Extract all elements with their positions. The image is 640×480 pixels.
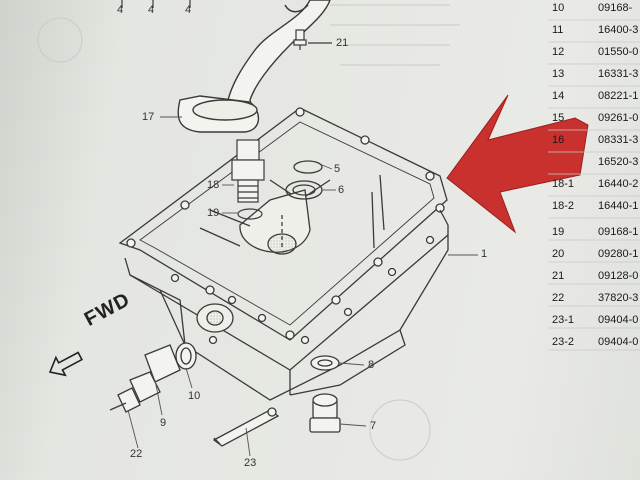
parts-number: 01550-0 bbox=[598, 46, 639, 58]
parts-number: 16331-3 bbox=[598, 68, 639, 80]
callout-1: 1 bbox=[481, 248, 488, 260]
oil-pan-gasket bbox=[118, 107, 448, 341]
oil-temp-sensor bbox=[109, 342, 197, 413]
parts-number: 16440-1 bbox=[598, 200, 639, 212]
callout-4a: 4 bbox=[117, 4, 124, 16]
callout-5: 5 bbox=[334, 163, 341, 175]
parts-number: 09280-1 bbox=[598, 248, 639, 260]
parts-table-rules bbox=[548, 19, 640, 351]
parts-ref: 20 bbox=[552, 248, 565, 260]
drain-plug bbox=[309, 355, 341, 433]
callout-4c: 4 bbox=[185, 4, 192, 16]
hose-clamp bbox=[212, 407, 280, 447]
red-arrow-marker bbox=[446, 94, 589, 234]
o-ring-19 bbox=[237, 208, 263, 220]
parts-ref: 18-1 bbox=[552, 178, 575, 190]
parts-ref: 13 bbox=[552, 68, 565, 80]
parts-number: 09404-0 bbox=[598, 314, 639, 326]
bolt-21 bbox=[293, 29, 332, 50]
top-bolts bbox=[121, 0, 191, 8]
parts-number: 08331-3 bbox=[598, 134, 639, 146]
parts-ref: 23-1 bbox=[552, 314, 575, 326]
parts-ref: 22 bbox=[552, 292, 565, 304]
ghost-print bbox=[37, 4, 460, 461]
parts-number: 09168-1 bbox=[598, 226, 639, 238]
oil-pressure-switch bbox=[231, 139, 265, 203]
parts-number: 16520-3 bbox=[598, 156, 639, 168]
parts-ref: 12 bbox=[552, 46, 565, 58]
callout-10: 10 bbox=[188, 390, 201, 402]
parts-number: 09168- bbox=[598, 2, 633, 14]
callout-21: 21 bbox=[336, 37, 349, 49]
callout-22: 22 bbox=[130, 448, 143, 460]
callout-19: 19 bbox=[207, 207, 220, 219]
callout-9: 9 bbox=[160, 417, 167, 429]
parts-number: 08221-1 bbox=[598, 90, 639, 102]
parts-ref: 15 bbox=[552, 112, 565, 124]
callout-23: 23 bbox=[244, 457, 257, 469]
callout-leaders bbox=[127, 116, 478, 457]
parts-number: 16400-3 bbox=[598, 24, 639, 36]
parts-number: 09128-0 bbox=[598, 270, 639, 282]
callout-18: 18 bbox=[207, 179, 220, 191]
parts-ref: 16 bbox=[552, 134, 565, 146]
oil-pan bbox=[124, 174, 449, 401]
parts-ref: 21 bbox=[552, 270, 565, 282]
callout-6: 6 bbox=[338, 184, 345, 196]
callout-7: 7 bbox=[370, 420, 377, 432]
callout-8: 8 bbox=[368, 359, 375, 371]
parts-number: 37820-3 bbox=[598, 292, 639, 304]
parts-ref: 23-2 bbox=[552, 336, 575, 348]
parts-number: 09261-0 bbox=[598, 112, 639, 124]
parts-ref: 18-2 bbox=[552, 200, 575, 212]
callout-4b: 4 bbox=[148, 4, 155, 16]
parts-number: 09404-0 bbox=[598, 336, 639, 348]
parts-ref: 19 bbox=[552, 226, 565, 238]
parts-number: 16440-2 bbox=[598, 178, 639, 190]
parts-ref: 14 bbox=[552, 90, 565, 102]
parts-ref: 11 bbox=[552, 24, 564, 36]
fwd-arrow-icon bbox=[48, 351, 83, 377]
callout-17: 17 bbox=[142, 111, 155, 123]
parts-ref: 10 bbox=[552, 2, 565, 14]
